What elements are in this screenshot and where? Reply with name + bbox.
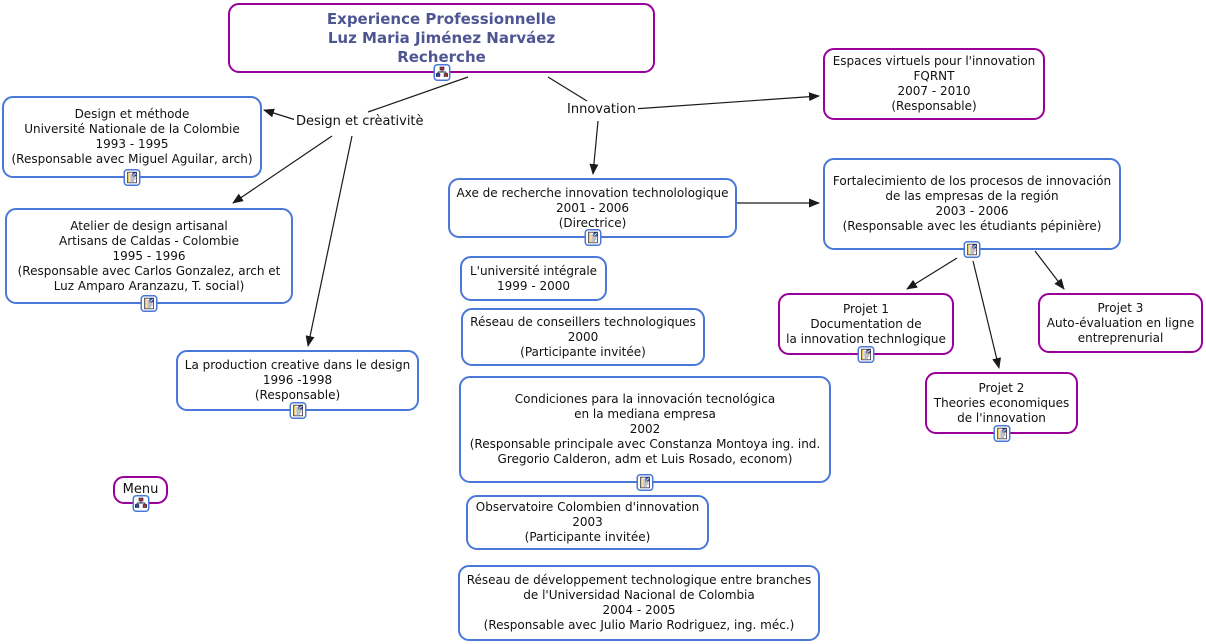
resource-icon[interactable]	[584, 229, 601, 246]
node-text-line: Theories economiques	[933, 395, 1070, 410]
node-text-line: Projet 1	[843, 301, 889, 316]
node-text-line: 2001 - 2006	[555, 200, 630, 215]
node-text-line: Réseau de conseillers technologiques	[470, 314, 696, 329]
node-text-line: Recherche	[397, 47, 486, 66]
node-text-line: Observatoire Colombien d'innovation	[475, 500, 700, 514]
node-reseau-developpement[interactable]: Réseau de développement technologique en…	[458, 565, 820, 641]
node-text-line: Luz Maria Jiménez Narváez	[327, 28, 556, 47]
node-text-line: Luz Amparo Aranzazu, T. social)	[53, 278, 245, 293]
node-text-line: 2002	[629, 422, 661, 436]
node-text-line: Espaces virtuels pour l'innovation	[832, 54, 1036, 68]
node-text-line: de las empresas de la región	[885, 189, 1059, 203]
node-text-line: Projet 2	[978, 380, 1025, 395]
node-text-line: Projet 3	[1097, 300, 1144, 315]
node-text-line: 2003 - 2006	[935, 204, 1009, 218]
connector-label-design-creativite-to-production-creative	[305, 135, 353, 347]
connector-fortalecimiento-to-projet-3	[1034, 250, 1065, 290]
resource-icon[interactable]	[857, 346, 875, 363]
connector-root-to-label-design-creativite	[367, 76, 469, 113]
node-text-line: FQRNT	[913, 69, 955, 83]
node-text-line: (Participante invitée)	[524, 530, 651, 544]
node-fortalecimiento[interactable]: Fortalecimiento de los procesos de innov…	[823, 158, 1121, 258]
resource-icon[interactable]	[123, 169, 141, 186]
node-text-line: (Responsable avec Carlos Gonzalez, arch …	[17, 263, 281, 278]
node-text-line: Auto-évaluation en ligne	[1046, 315, 1195, 330]
node-text-line: 2000	[567, 329, 599, 344]
label-innovation[interactable]: Innovation	[565, 102, 638, 118]
node-text-line: Menu	[122, 482, 159, 497]
node-text-line: (Responsable avec les étudiants pépinièr…	[842, 219, 1102, 233]
connector-label-innovation-to-espaces-virtuels	[632, 92, 820, 110]
connector-label-innovation-to-axe-recherche	[589, 120, 599, 175]
connector-fortalecimiento-to-projet-1	[906, 257, 958, 290]
node-text-line: (Responsable avec Miguel Aguilar, arch)	[11, 152, 253, 166]
node-text-line: de l'innovation	[957, 410, 1046, 425]
node-menu[interactable]: Menu	[113, 476, 168, 512]
node-text-line: Experience Professionnelle	[326, 9, 557, 28]
node-text-line: (Responsable avec Julio Mario Rodriguez,…	[483, 618, 795, 632]
node-text-line: entreprenurial	[1077, 330, 1164, 345]
node-condiciones-innovacion[interactable]: Condiciones para la innovación tecnológi…	[459, 376, 831, 491]
node-text-line: Gregorio Calderon, adm et Luis Rosado, e…	[497, 452, 793, 466]
cmap-icon[interactable]	[132, 495, 149, 512]
node-text-line: 2007 - 2010	[897, 84, 971, 98]
node-text-line: La production creative dans le design	[184, 358, 411, 372]
node-axe-recherche[interactable]: Axe de recherche innovation technolologi…	[448, 178, 737, 246]
resource-icon[interactable]	[140, 295, 158, 312]
node-text-line: 1995 - 1996	[112, 248, 186, 263]
node-text-line: 1999 - 2000	[496, 278, 571, 293]
cmap-icon[interactable]	[433, 64, 450, 81]
node-text-line: L'université intégrale	[469, 263, 598, 278]
node-text-line: de l'Universidad Nacional de Colombia	[523, 588, 755, 602]
node-text-line: Documentation de	[810, 316, 922, 331]
connector-root-to-label-innovation	[547, 76, 588, 102]
node-text-line: (Directrice)	[558, 215, 627, 230]
node-text-line: Réseau de développement technologique en…	[466, 573, 812, 587]
node-text-line: 1996 -1998	[262, 373, 333, 387]
node-text-line: Artisans de Caldas - Colombie	[59, 233, 239, 248]
node-text-line: Atelier de design artisanal	[70, 218, 228, 233]
node-text-line: en la mediana empresa	[574, 407, 716, 421]
resource-icon[interactable]	[636, 474, 654, 491]
node-text-line: (Participante invitée)	[520, 344, 646, 359]
node-text-line: Fortalecimiento de los procesos de innov…	[832, 174, 1112, 188]
label-design-creativite[interactable]: Design et crèativitè	[294, 114, 426, 130]
node-text-line: Condiciones para la innovación tecnológi…	[514, 392, 776, 406]
resource-icon[interactable]	[993, 425, 1010, 442]
node-text-line: Université Nationale de la Colombie	[24, 122, 240, 136]
connector-fortalecimiento-to-projet-2	[972, 260, 1002, 369]
node-text-line: (Responsable principale avec Constanza M…	[469, 437, 821, 451]
node-text-line: 2004 - 2005	[602, 603, 676, 617]
node-text-line: la innovation technlogique	[786, 331, 946, 346]
node-text-line: Design et méthode	[74, 107, 190, 121]
node-text-line: 2003	[572, 515, 603, 529]
node-text-line: 1993 - 1995	[95, 137, 169, 151]
resource-icon[interactable]	[289, 402, 306, 419]
node-text-line: Axe de recherche innovation technolologi…	[456, 185, 729, 200]
node-text-line: (Responsable)	[891, 99, 977, 113]
resource-icon[interactable]	[963, 241, 981, 258]
node-text-line: (Responsable)	[254, 388, 341, 402]
